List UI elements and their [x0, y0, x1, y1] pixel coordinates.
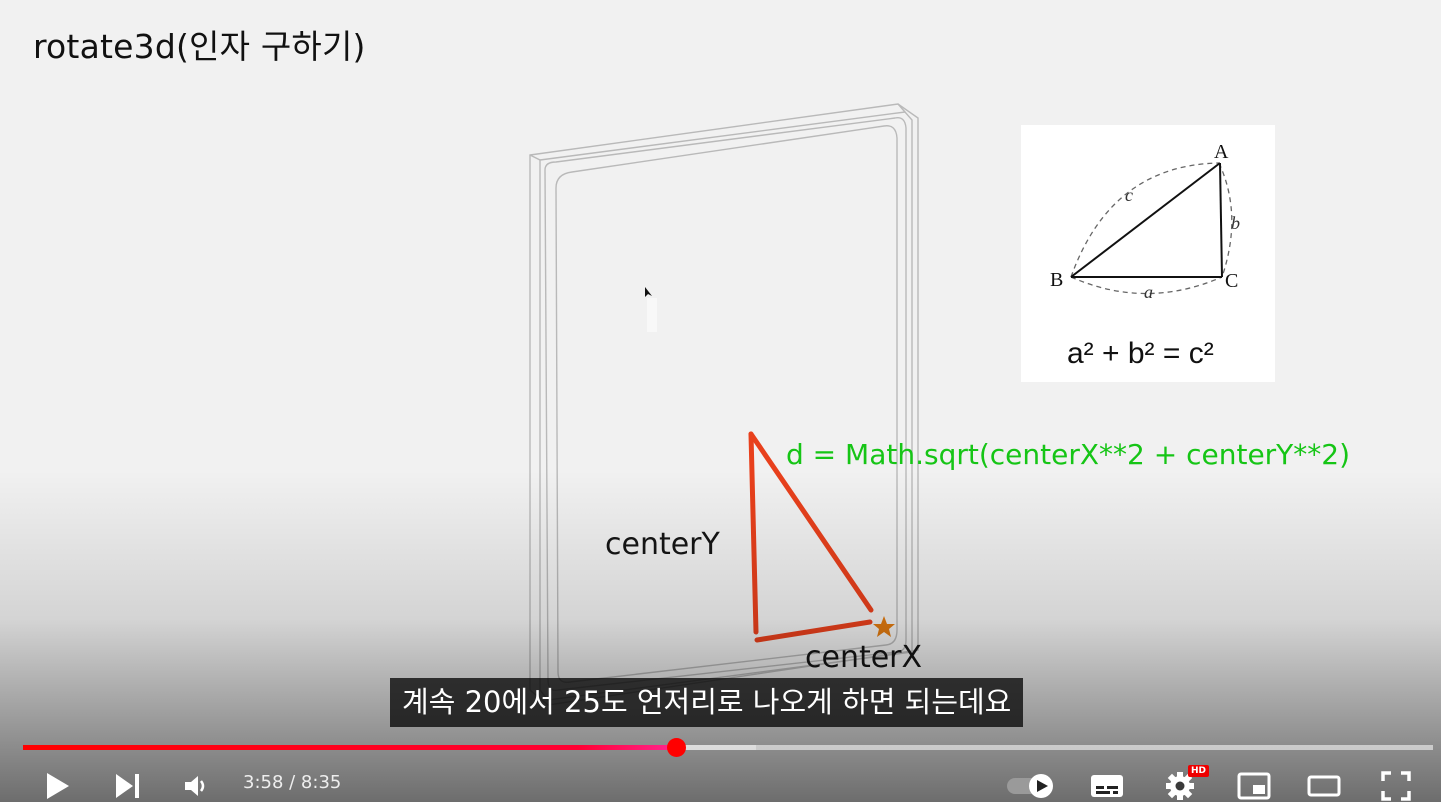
side-a-label: a: [1144, 282, 1153, 302]
gear-icon: [1166, 772, 1194, 800]
distance-formula: d = Math.sqrt(centerX**2 + centerY**2): [786, 438, 1351, 471]
time-display: 3:58 / 8:35: [243, 772, 342, 793]
center-x-label: centerX: [805, 640, 923, 675]
theater-icon: [1307, 775, 1341, 797]
vertex-c-label: C: [1225, 270, 1238, 292]
side-b-label: b: [1231, 213, 1240, 233]
center-y-label: centerY: [605, 527, 720, 562]
pythagoras-equation: a² + b² = c²: [1067, 337, 1214, 370]
rotated-panel: [529, 103, 919, 706]
autoplay-toggle[interactable]: [1000, 762, 1060, 802]
volume-button[interactable]: [176, 762, 216, 802]
progress-scrubber[interactable]: [666, 738, 686, 757]
miniplayer-icon: [1237, 772, 1271, 800]
subtitles-icon: [1091, 775, 1123, 797]
pythagoras-diagram: A B C c b a a² + b² = c²: [1021, 125, 1275, 382]
progress-bar[interactable]: [23, 738, 1433, 757]
autoplay-toggle-icon: [1007, 774, 1053, 798]
next-icon: [116, 774, 139, 798]
vertex-b-label: B: [1050, 269, 1063, 291]
theater-button[interactable]: [1302, 762, 1346, 802]
mouse-pointer-icon: [645, 287, 652, 297]
vertex-a-label: A: [1214, 141, 1229, 163]
settings-button[interactable]: [1158, 762, 1202, 802]
subtitles-button[interactable]: [1085, 762, 1129, 802]
subtitle-caption: 계속 20에서 25도 언저리로 나오게 하면 되는데요: [390, 678, 1024, 727]
star-icon: [873, 616, 895, 637]
fullscreen-icon: [1381, 771, 1411, 801]
volume-icon: [185, 776, 205, 796]
play-icon: [47, 773, 69, 799]
next-button[interactable]: [108, 762, 148, 802]
hd-badge: HD: [1188, 765, 1210, 777]
fullscreen-button[interactable]: [1374, 762, 1418, 802]
side-c-label: c: [1125, 185, 1133, 205]
progress-played: [23, 745, 676, 750]
video-title: rotate3d(인자 구하기): [33, 27, 366, 66]
play-button[interactable]: [38, 762, 78, 802]
miniplayer-button[interactable]: [1232, 762, 1276, 802]
